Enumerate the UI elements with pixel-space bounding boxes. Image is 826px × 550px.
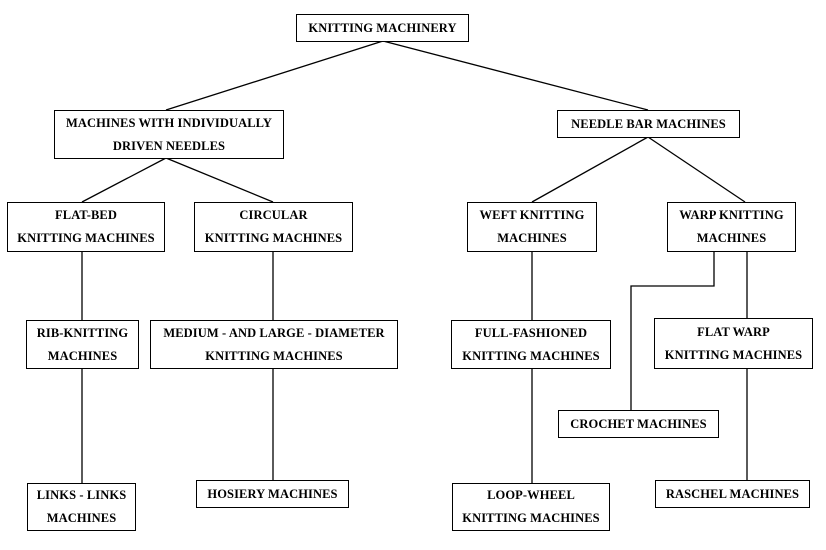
node-raschel-machines: RASCHEL MACHINES xyxy=(655,480,810,508)
node-loop-wheel-label: LOOP-WHEEL KNITTING MACHINES xyxy=(462,488,600,525)
node-weft-knitting: WEFT KNITTING MACHINES xyxy=(467,202,597,252)
node-flat-warp: FLAT WARP KNITTING MACHINES xyxy=(654,318,813,369)
node-medium-large-diameter-label: MEDIUM - AND LARGE - DIAMETER KNITTING M… xyxy=(163,325,385,363)
edge-individually-driven-to-flat-bed xyxy=(81,157,167,203)
node-warp-knitting-label: WARP KNITTING MACHINES xyxy=(679,208,784,245)
edge-needle-bar-to-weft xyxy=(531,136,649,203)
node-circular-knitting-label: CIRCULAR KNITTING MACHINES xyxy=(204,208,343,245)
node-circular-knitting: CIRCULAR KNITTING MACHINES xyxy=(194,202,353,252)
node-weft-knitting-label: WEFT KNITTING MACHINES xyxy=(479,208,585,245)
node-medium-large-diameter: MEDIUM - AND LARGE - DIAMETER KNITTING M… xyxy=(150,320,398,369)
node-full-fashioned: FULL-FASHIONED KNITTING MACHINES xyxy=(451,320,611,369)
node-knitting-machinery-label: KNITTING MACHINERY xyxy=(308,20,457,35)
node-loop-wheel: LOOP-WHEEL KNITTING MACHINES xyxy=(452,483,610,531)
edge-individually-driven-to-circular xyxy=(165,157,274,203)
node-hosiery-machines-label: HOSIERY MACHINES xyxy=(207,486,338,501)
node-flat-bed-knitting-label: FLAT-BED KNITTING MACHINES xyxy=(17,208,155,245)
edge-warp-to-crochet xyxy=(630,251,715,410)
node-individually-driven-needles-label: MACHINES WITH INDIVIDUALLY DRIVEN NEEDLE… xyxy=(65,115,273,153)
node-raschel-machines-label: RASCHEL MACHINES xyxy=(665,486,800,501)
node-individually-driven-needles: MACHINES WITH INDIVIDUALLY DRIVEN NEEDLE… xyxy=(54,110,284,159)
node-crochet-machines: CROCHET MACHINES xyxy=(558,410,719,438)
edge-root-to-individually-driven xyxy=(165,40,384,111)
node-hosiery-machines: HOSIERY MACHINES xyxy=(196,480,349,508)
node-links-links-label: LINKS - LINKS MACHINES xyxy=(36,488,127,525)
node-needle-bar-machines: NEEDLE BAR MACHINES xyxy=(557,110,740,138)
node-rib-knitting: RIB-KNITTING MACHINES xyxy=(26,320,139,369)
node-crochet-machines-label: CROCHET MACHINES xyxy=(570,416,707,431)
node-full-fashioned-label: FULL-FASHIONED KNITTING MACHINES xyxy=(462,325,600,363)
node-warp-knitting: WARP KNITTING MACHINES xyxy=(667,202,796,252)
edge-needle-bar-to-warp xyxy=(647,136,746,203)
node-links-links: LINKS - LINKS MACHINES xyxy=(27,483,136,531)
edge-root-to-needle-bar xyxy=(382,40,649,111)
node-rib-knitting-label: RIB-KNITTING MACHINES xyxy=(36,325,129,363)
node-flat-bed-knitting: FLAT-BED KNITTING MACHINES xyxy=(7,202,165,252)
node-knitting-machinery: KNITTING MACHINERY xyxy=(296,14,469,42)
node-flat-warp-label: FLAT WARP KNITTING MACHINES xyxy=(664,324,803,362)
node-needle-bar-machines-label: NEEDLE BAR MACHINES xyxy=(571,116,726,131)
